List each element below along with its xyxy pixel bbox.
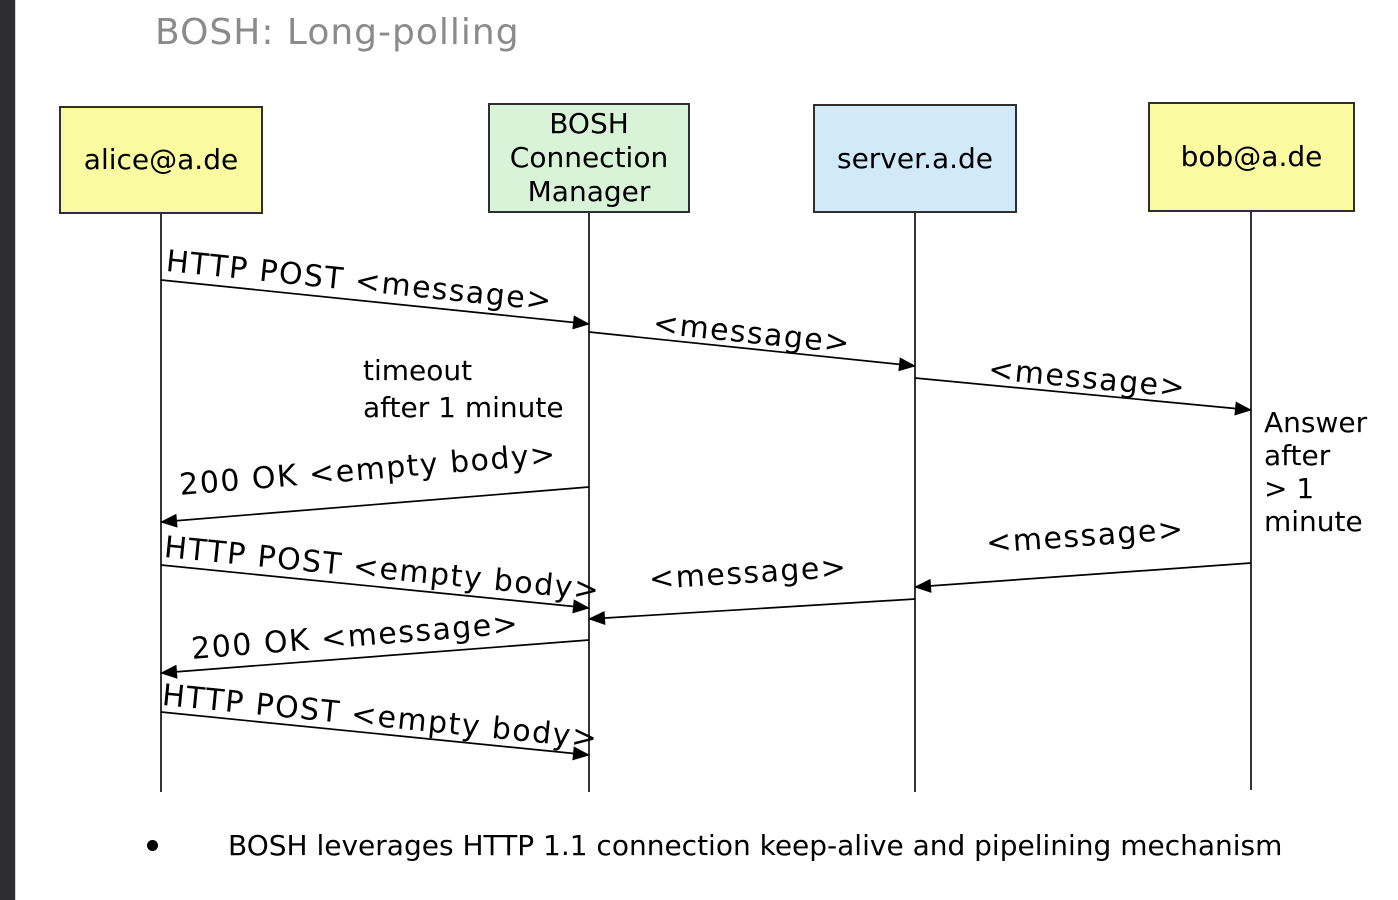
arrow-message-bosh-to-server <box>588 331 916 372</box>
arrow-message-server-to-bob <box>914 377 1252 416</box>
bullet-dot-icon <box>147 840 158 851</box>
actor-label-server: server.a.de <box>836 141 994 175</box>
bullet-item: BOSH leverages HTTP 1.1 connection keep-… <box>147 828 1308 863</box>
arrow-message-bob-to-server <box>914 562 1252 593</box>
actor-label-bosh-connection-manager: BOSH Connection Manager <box>509 107 669 208</box>
actor-label-bob: bob@a.de <box>1180 140 1323 173</box>
actor-box-bosh-connection-manager: BOSH Connection Manager <box>488 103 690 213</box>
arrow-http-post-message <box>160 279 590 330</box>
arrow-200-ok-empty-body <box>160 486 590 528</box>
arrow-http-post-empty-body-2 <box>160 711 590 761</box>
note-answer: Answer after > 1 minute <box>1264 406 1368 538</box>
window-edge-bar <box>0 0 16 900</box>
arrow-message-server-to-bosh <box>588 598 916 626</box>
slide-title: BOSH: Long-polling <box>155 12 520 53</box>
bullet-text: BOSH leverages HTTP 1.1 connection keep-… <box>228 829 1283 862</box>
actor-box-bob: bob@a.de <box>1148 102 1355 212</box>
note-timeout: timeout after 1 minute <box>363 354 564 424</box>
actor-box-server: server.a.de <box>813 104 1017 213</box>
arrow-200-ok-message <box>160 639 590 679</box>
arrow-http-post-empty-body-1 <box>160 564 590 614</box>
actor-label-alice: alice@a.de <box>83 143 239 176</box>
actor-box-alice: alice@a.de <box>59 106 263 214</box>
